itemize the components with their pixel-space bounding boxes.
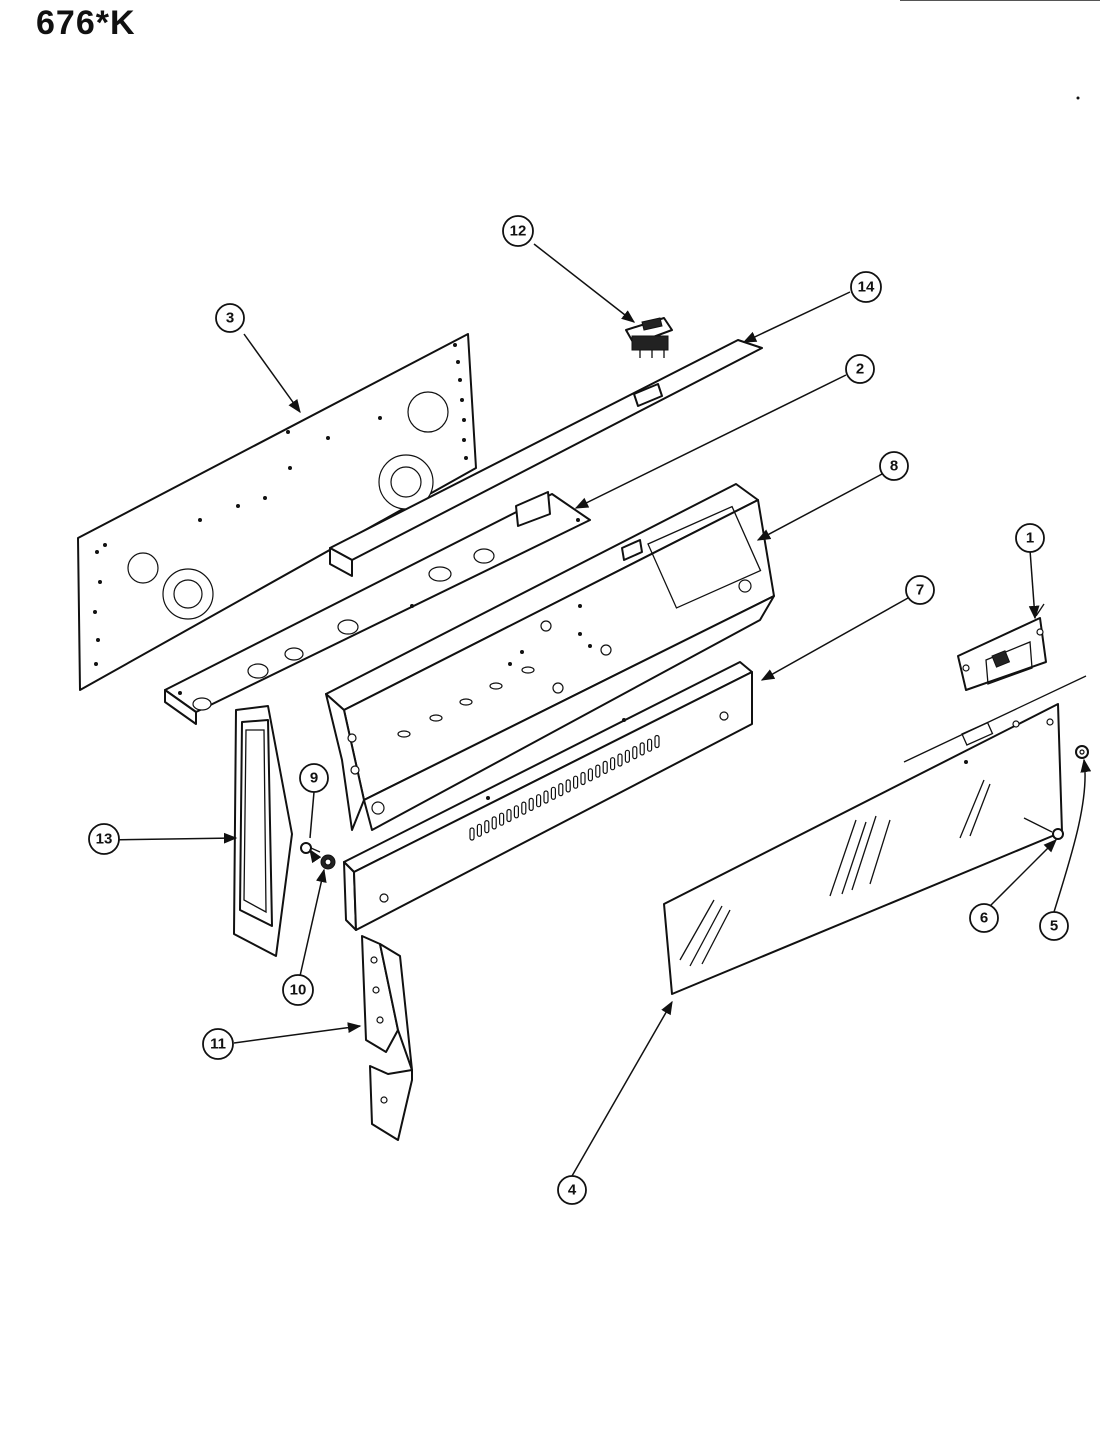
part-2-bracket (164, 491, 591, 725)
vent-slot (565, 779, 571, 793)
vent-slot (595, 764, 601, 778)
vent-slot (513, 805, 520, 819)
vent-slot (646, 738, 653, 752)
callout-1: 1 (1015, 523, 1045, 553)
callout-11: 11 (202, 1028, 234, 1060)
svg-text:11: 11 (210, 1036, 226, 1053)
callout-6: 6 (969, 903, 999, 933)
vent-slot (535, 794, 542, 808)
part-10-clip (320, 854, 336, 870)
callout-3: 3 (215, 303, 245, 333)
svg-text:8: 8 (890, 458, 898, 475)
vent-slot (572, 775, 579, 789)
svg-text:10: 10 (290, 982, 307, 999)
callout-group: 1 2 3 4 5 6 7 8 9 10 11 12 13 14 (88, 215, 1069, 1205)
part-3-back-panel (77, 333, 477, 691)
callout-12: 12 (502, 215, 534, 247)
svg-text:5: 5 (1050, 918, 1058, 935)
callout-10: 10 (282, 974, 314, 1006)
leader-lines (102, 243, 1092, 1177)
svg-text:6: 6 (980, 910, 988, 927)
part-5-nut (1075, 745, 1089, 759)
vent-slot (558, 782, 564, 797)
vent-slot (506, 808, 512, 823)
vent-slot (484, 819, 490, 834)
top-rule (900, 0, 1100, 1)
vent-slot (469, 827, 475, 841)
callout-8: 8 (879, 451, 909, 481)
callout-14: 14 (850, 271, 882, 303)
svg-text:4: 4 (568, 1182, 577, 1199)
part-11-side-bracket (361, 935, 413, 1141)
part-7-vent-panel (343, 661, 753, 931)
part-9-screw (300, 842, 321, 854)
svg-text:1: 1 (1026, 530, 1034, 547)
part-14-trim-strip (329, 339, 763, 577)
svg-text:13: 13 (96, 831, 113, 848)
part-6-screw (1023, 817, 1064, 840)
callout-13: 13 (88, 823, 120, 855)
svg-text:3: 3 (226, 310, 234, 327)
vent-slot (476, 823, 482, 837)
callout-4: 4 (557, 1175, 587, 1205)
vent-slot (521, 801, 527, 815)
vent-slot (491, 816, 497, 830)
part-4-glass-panel (663, 675, 1087, 995)
vent-slot (528, 797, 534, 812)
vent-slot (587, 768, 594, 782)
callout-9: 9 (299, 763, 329, 793)
svg-text:2: 2 (856, 361, 864, 378)
vent-slot (499, 812, 505, 826)
vent-slot (543, 790, 549, 804)
vent-slot (639, 742, 645, 756)
callout-7: 7 (905, 575, 935, 605)
callout-2: 2 (845, 354, 875, 384)
part-13-handle (233, 705, 293, 957)
vent-slot (654, 734, 660, 749)
vent-slot (617, 753, 623, 767)
vent-slot (550, 786, 557, 800)
vent-slot (602, 760, 608, 775)
svg-text:14: 14 (858, 279, 875, 296)
svg-text:12: 12 (510, 223, 527, 240)
vent-slot (632, 745, 638, 760)
callout-5: 5 (1039, 911, 1069, 941)
part-1-control-module (957, 603, 1047, 691)
vent-slot (580, 771, 586, 786)
vent-slot (624, 749, 631, 763)
svg-text:7: 7 (916, 582, 924, 599)
vent-slot (609, 757, 616, 771)
svg-text:9: 9 (310, 770, 318, 787)
part-12-switch (625, 317, 673, 358)
diagram-title: 676*K (36, 4, 136, 42)
part-8-control-frame (325, 483, 775, 831)
